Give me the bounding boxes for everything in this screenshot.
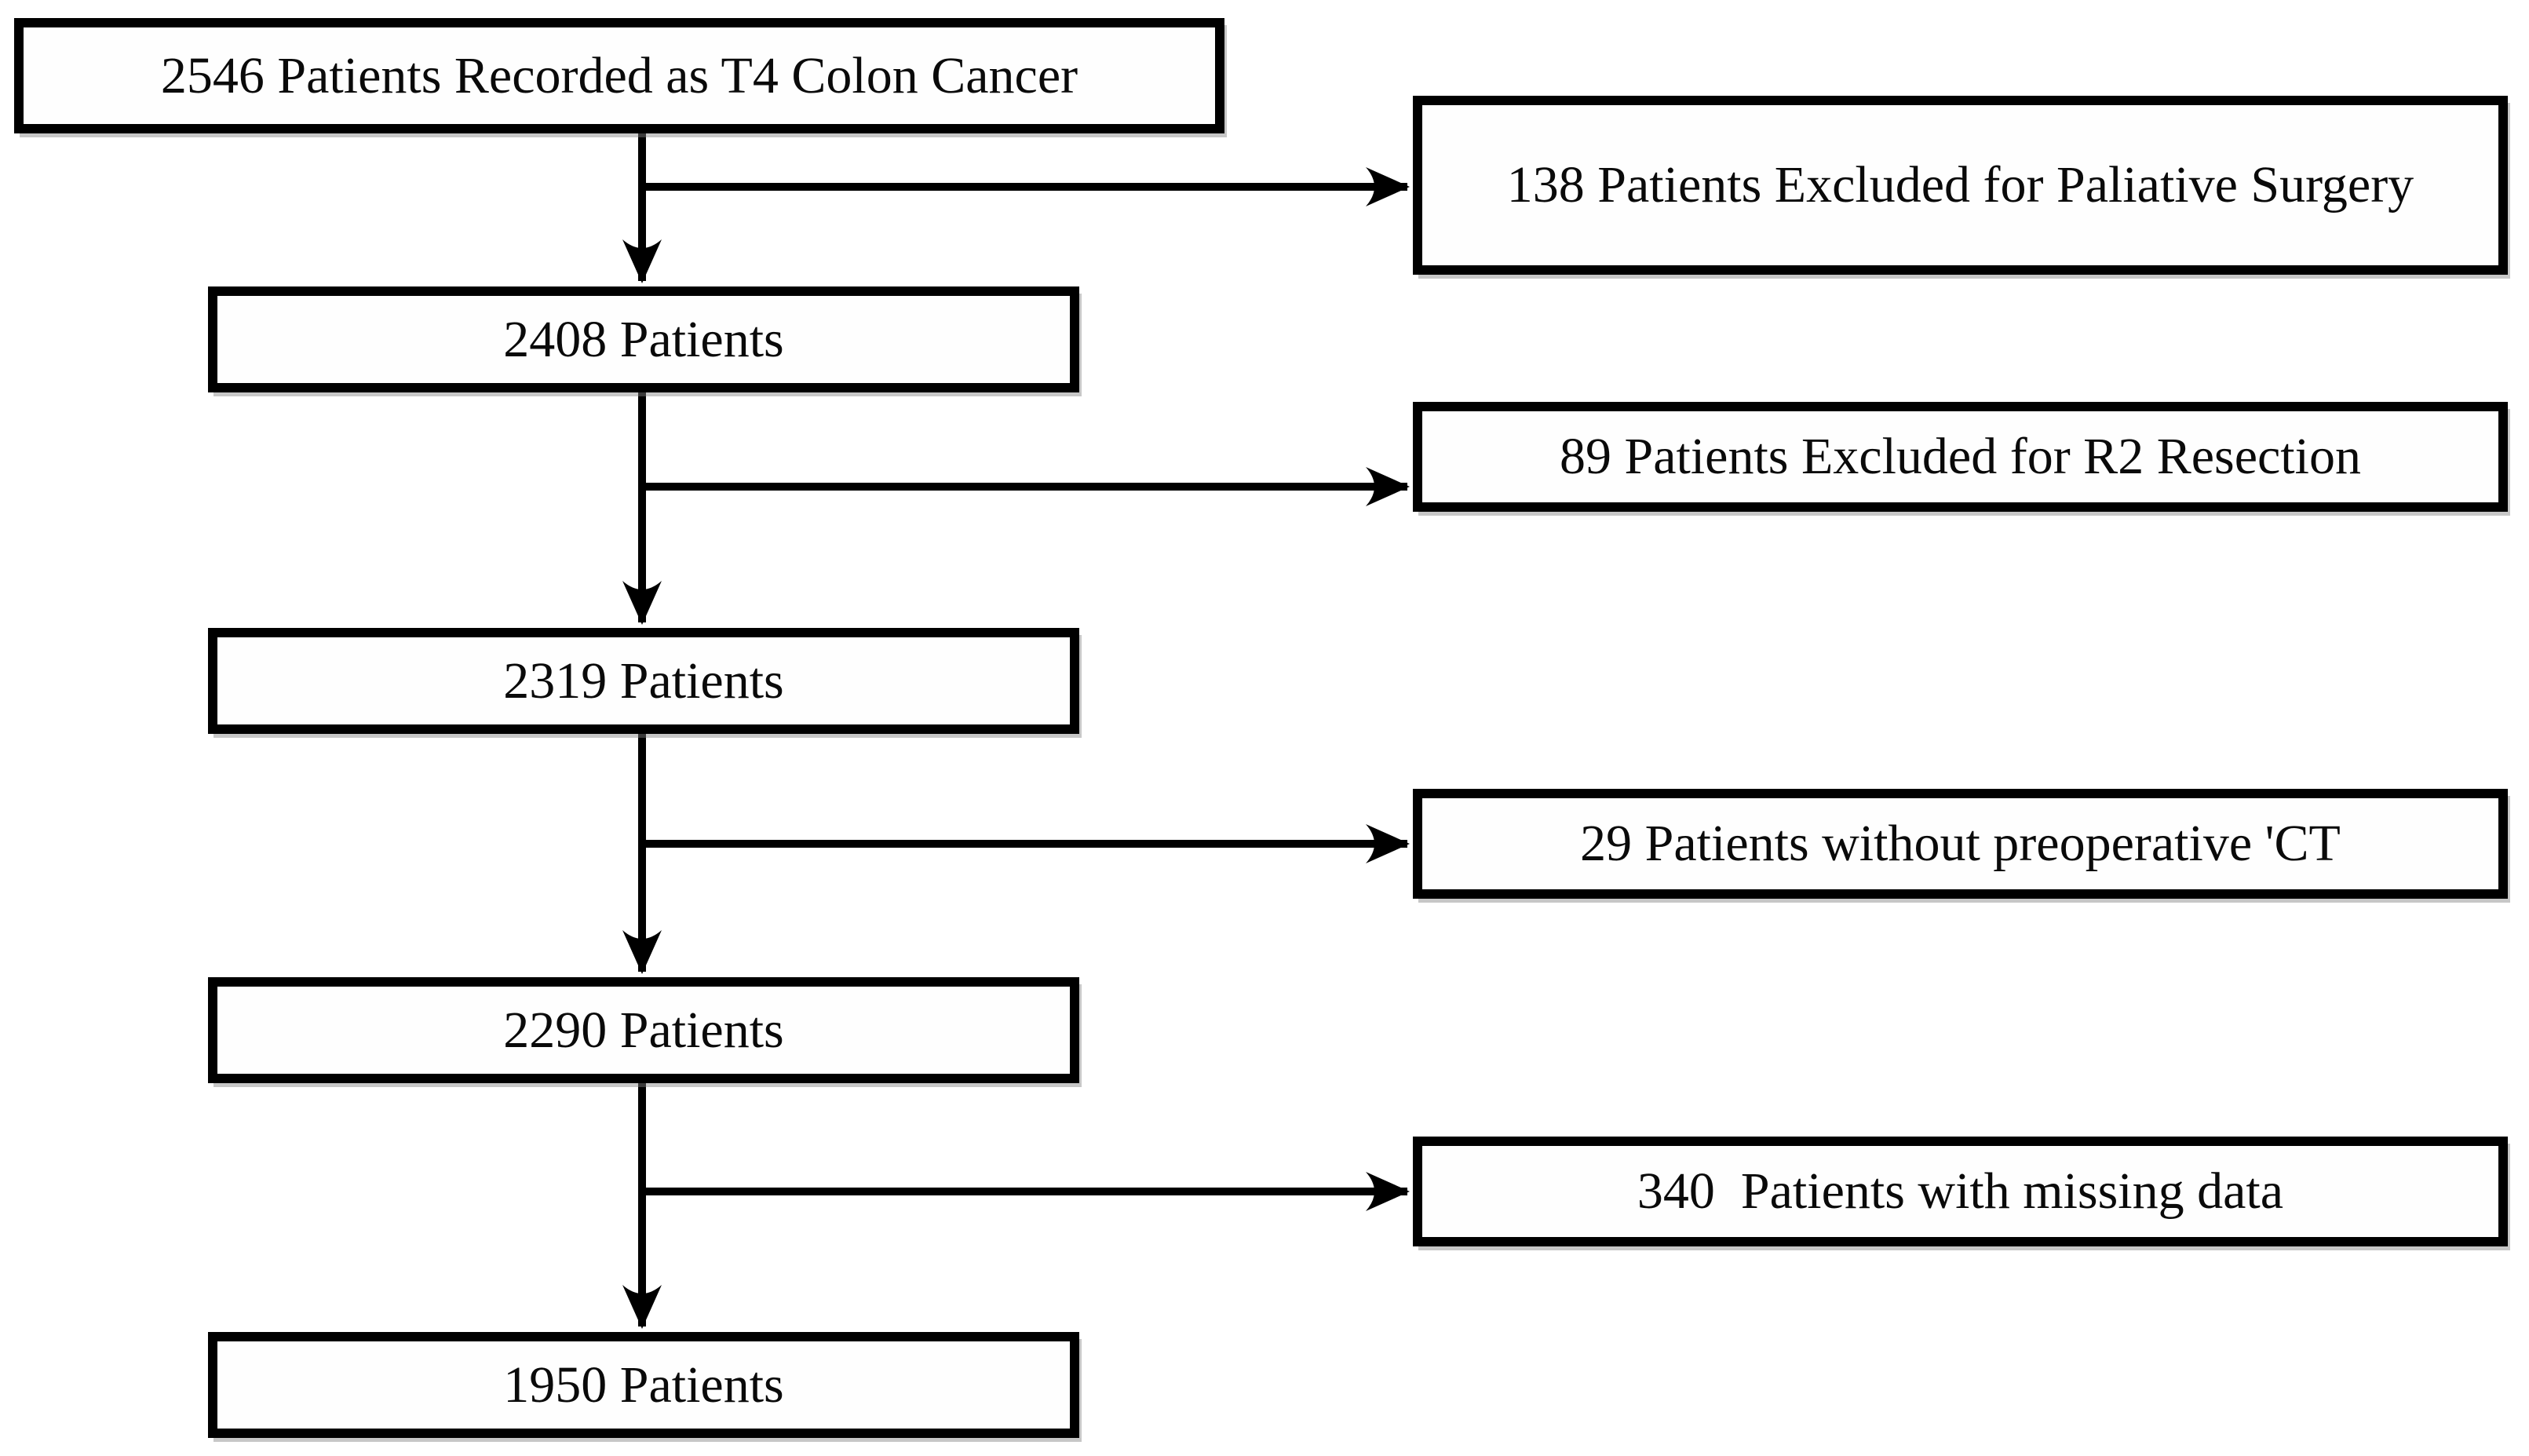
exclusion-box-label: 340 Patients with missing data: [1637, 1162, 2284, 1221]
flow-box-label: 2546 Patients Recorded as T4 Colon Cance…: [160, 46, 1078, 104]
flow-box-label: 1950 Patients: [503, 1356, 784, 1414]
flow-box-label: 2408 Patients: [503, 310, 784, 368]
exclusion-box-no-preoperative-ct: 29 Patients without preoperative 'CT: [1413, 789, 2508, 899]
exclusion-box-r2-resection: 89 Patients Excluded for R2 Resection: [1413, 402, 2508, 512]
flow-box-2408-patients: 2408 Patients: [208, 286, 1079, 392]
exclusion-box-missing-data: 340 Patients with missing data: [1413, 1137, 2508, 1246]
exclusion-box-label: 29 Patients without preoperative 'CT: [1580, 815, 2341, 873]
flow-box-recorded-t4: 2546 Patients Recorded as T4 Colon Cance…: [14, 18, 1224, 133]
flow-box-2290-patients: 2290 Patients: [208, 977, 1079, 1083]
flow-box-1950-patients: 1950 Patients: [208, 1332, 1079, 1438]
exclusion-box-label: 89 Patients Excluded for R2 Resection: [1560, 428, 2361, 486]
exclusion-box-label: 138 Patients Excluded for Paliative Surg…: [1506, 156, 2414, 214]
flow-box-label: 2319 Patients: [503, 651, 784, 710]
flow-box-label: 2290 Patients: [503, 1001, 784, 1059]
flow-box-2319-patients: 2319 Patients: [208, 628, 1079, 734]
exclusion-box-palliative-surgery: 138 Patients Excluded for Paliative Surg…: [1413, 96, 2508, 275]
